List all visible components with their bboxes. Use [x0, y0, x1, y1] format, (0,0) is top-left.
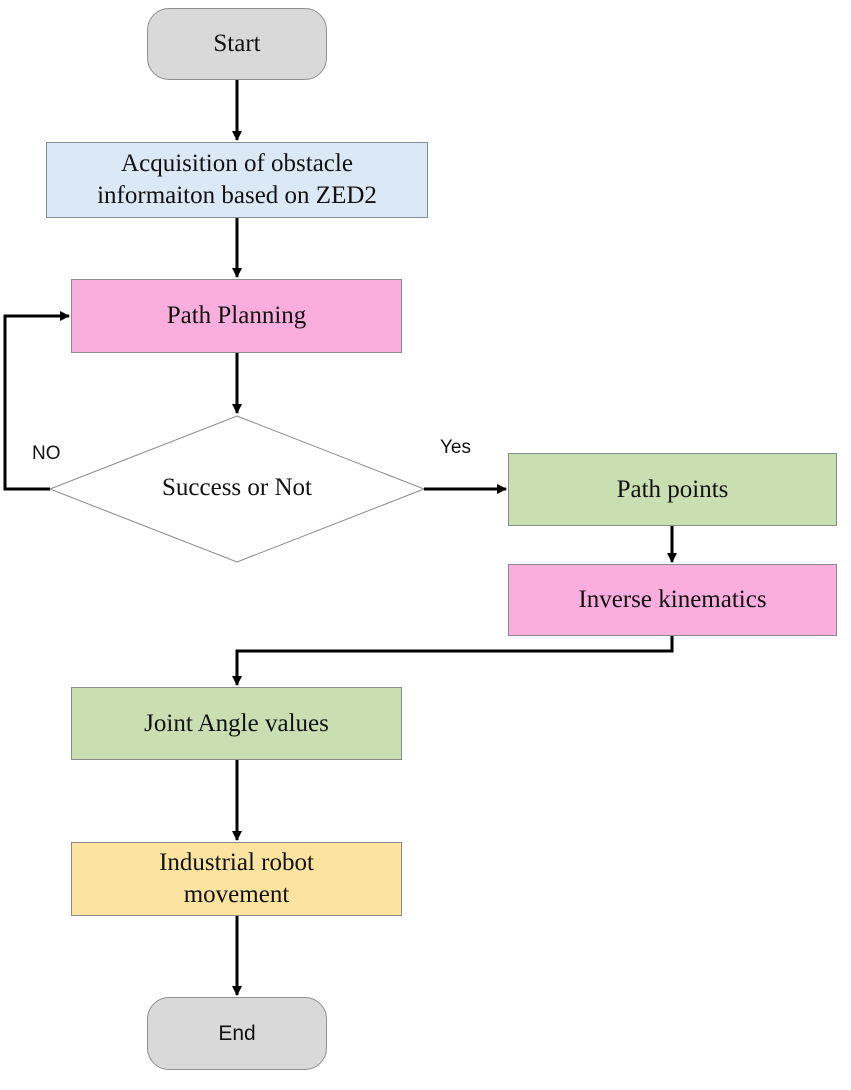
arrow-decision-no-loop	[3, 311, 70, 491]
no-branch-label: NO	[32, 443, 61, 464]
path-points-label: Path points	[616, 475, 729, 503]
arrow-inverse-kinematics-to-joint-angles	[232, 636, 674, 686]
joint-angle-values-label: Joint Angle values	[144, 709, 329, 737]
joint-angle-values-step: Joint Angle values	[71, 687, 402, 760]
yes-branch-label: Yes	[440, 437, 471, 458]
acquisition-step: Acquisition of obstacle informaiton base…	[46, 142, 428, 218]
path-planning-label: Path Planning	[166, 302, 307, 329]
acquisition-label: Acquisition of obstacle informaiton base…	[97, 150, 377, 209]
start-label: Start	[213, 30, 261, 57]
industrial-robot-movement-step: Industrial robot movement	[71, 842, 402, 916]
path-planning-step: Path Planning	[71, 279, 402, 353]
end-terminal: End	[147, 997, 327, 1070]
decision-diamond	[48, 415, 426, 563]
industrial-robot-movement-label: Industrial robot movement	[159, 849, 314, 908]
inverse-kinematics-step: Inverse kinematics	[508, 564, 837, 636]
path-points-step: Path points	[508, 453, 837, 526]
start-terminal: Start	[147, 8, 327, 80]
end-label: End	[218, 1021, 256, 1045]
inverse-kinematics-label: Inverse kinematics	[578, 586, 767, 613]
decision-label: Success or Not	[162, 474, 312, 501]
